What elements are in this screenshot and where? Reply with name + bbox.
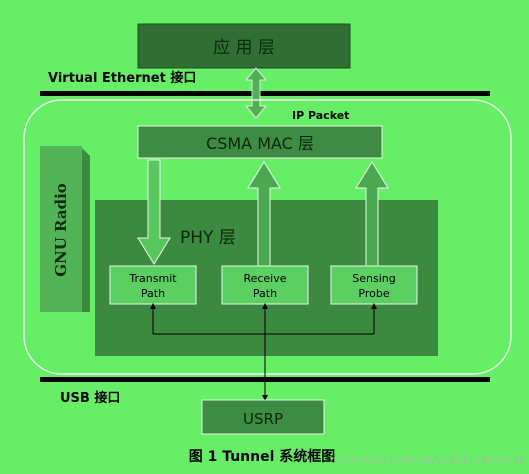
app-layer-label: 应 用 层	[213, 38, 275, 58]
gnu-radio-label: GNU Radio	[52, 183, 70, 277]
app-layer-box	[137, 23, 351, 69]
figure-caption: 图 1 Tunnel 系统框图	[189, 448, 336, 465]
receive-path-line1: Receive	[243, 272, 286, 285]
transmit-down-arrow	[137, 159, 171, 265]
receive-path-line2: Path	[253, 287, 277, 300]
transmit-path-line2: Path	[141, 287, 165, 300]
transmit-path-line1: Transmit	[128, 272, 177, 285]
csma-mac-box	[137, 125, 383, 159]
usb-label: USB 接口	[60, 390, 120, 406]
phy-layer-label: PHY 层	[180, 228, 236, 248]
usb-bus-line	[40, 377, 490, 382]
usrp-label: USRP	[243, 410, 283, 428]
gnu-radio-bar	[40, 146, 90, 312]
sensing-probe-line2: Probe	[358, 287, 389, 300]
path-connector-lines	[150, 303, 377, 401]
virtual-ethernet-bus-line	[40, 91, 490, 96]
ip-packet-label: IP Packet	[292, 109, 349, 122]
csma-mac-label: CSMA MAC 层	[206, 134, 314, 153]
virtual-ethernet-label: Virtual Ethernet 接口	[48, 70, 196, 86]
watermark: https://blog.csdn.net/yuan1164345228	[330, 455, 525, 466]
app-mac-double-arrow	[244, 67, 268, 119]
sensing-probe-line1: Sensing	[352, 272, 395, 285]
usrp-box	[201, 399, 325, 435]
transmit-path-box	[109, 265, 197, 305]
